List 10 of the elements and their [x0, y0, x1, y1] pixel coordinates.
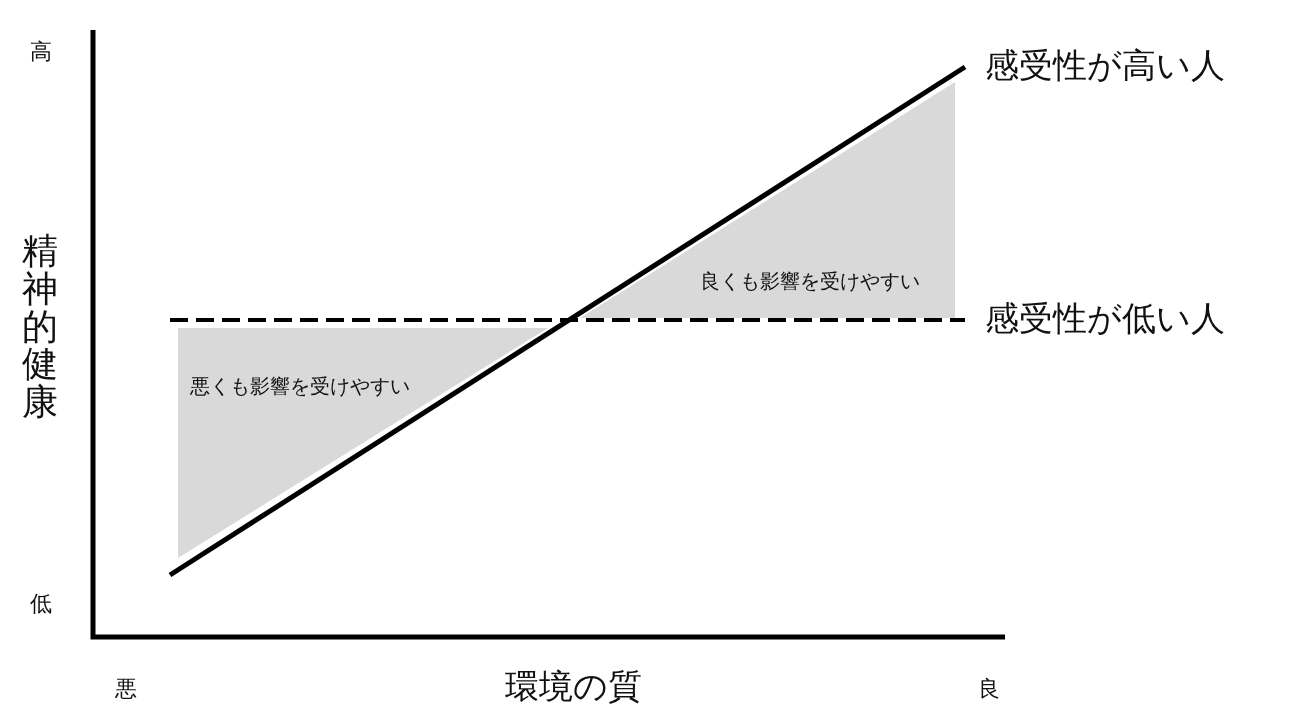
axis-label: 良: [978, 677, 1000, 702]
axis-title: 環境の質: [505, 668, 642, 706]
area-label: 良くも影響を受けやすい: [700, 270, 920, 292]
area-label: 悪くも影響を受けやすい: [190, 375, 410, 397]
line-label: 感受性が高い人: [985, 47, 1225, 85]
axis-label: 高: [30, 40, 52, 65]
axis-label: 低: [30, 592, 52, 617]
axis-title: 精神的健康: [22, 232, 58, 421]
axis-label: 悪: [115, 677, 137, 702]
line-label: 感受性が低い人: [985, 300, 1225, 338]
